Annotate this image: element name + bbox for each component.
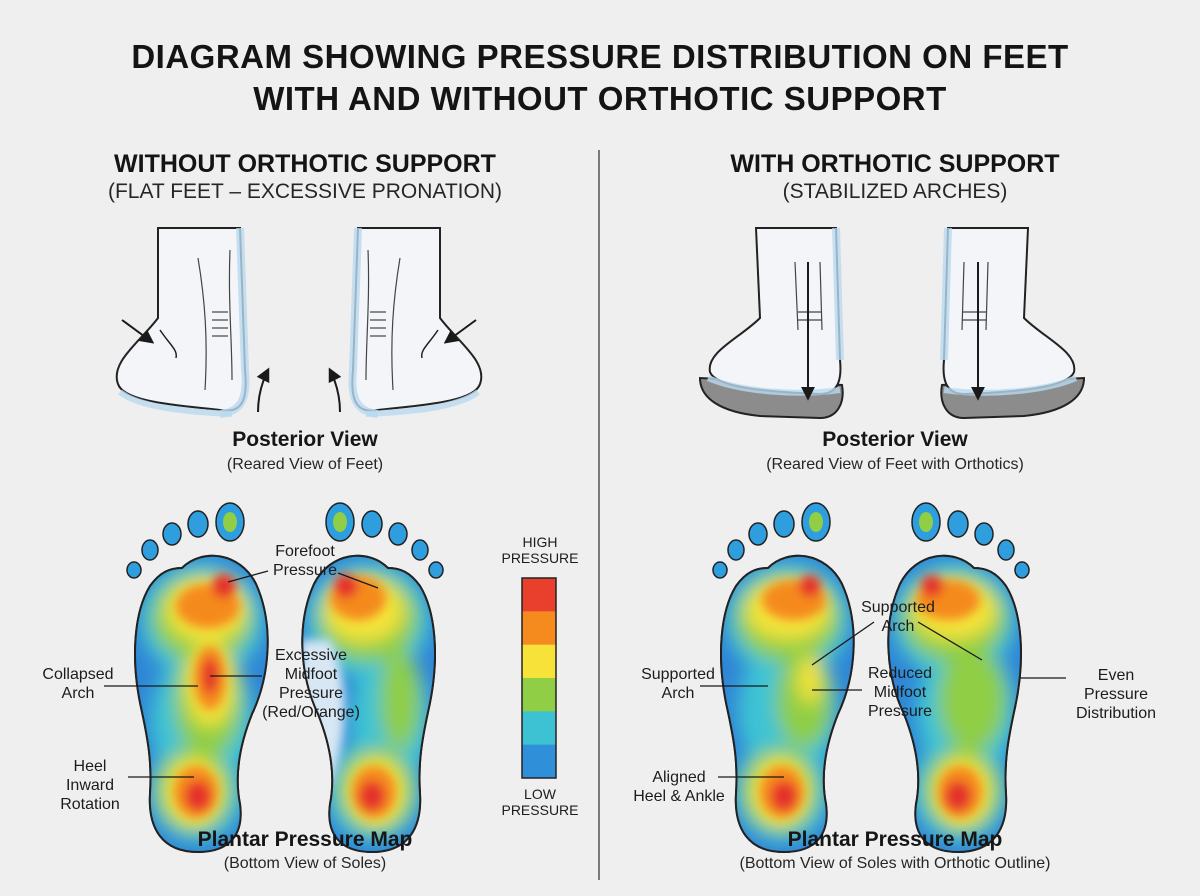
callout-midfoot-line-3: Pressure [278, 685, 344, 702]
right-plantar-title: Plantar Pressure Map [787, 828, 1003, 851]
callout-aligned-heel: Aligned Heel & Ankle [614, 768, 744, 806]
right-posterior-subtitle: (Reared View of Feet with Orthotics) [766, 456, 1024, 473]
callout-even-line-3: Distribution [1075, 705, 1157, 722]
left-plantar-subtitle: (Bottom View of Soles) [223, 855, 387, 872]
callout-forefoot-pressure: Forefoot Pressure [260, 542, 350, 580]
left-plantar-title: Plantar Pressure Map [197, 828, 413, 851]
callout-supported-left-line-2: Arch [661, 685, 695, 702]
right-plantar-subtitle: (Bottom View of Soles with Orthotic Outl… [739, 855, 1051, 872]
right-posterior-title: Posterior View [822, 428, 968, 451]
callout-aligned-line-2: Heel & Ankle [633, 788, 725, 805]
callout-supported-left-line-1: Supported [641, 666, 715, 683]
legend-low-label: LOW PRESSURE [501, 786, 579, 818]
callout-heel-line-2: Inward [65, 777, 115, 794]
legend-high-label: HIGH PRESSURE [501, 534, 579, 566]
callout-supported-top-line-2: Arch [881, 618, 915, 635]
callout-collapsed-arch: Collapsed Arch [28, 665, 128, 703]
legend-swatch [522, 611, 556, 646]
callout-midfoot-line-2: Midfoot [284, 666, 338, 683]
callout-even-line-1: Even [1097, 667, 1135, 684]
right-posterior-right-foot [940, 227, 1086, 420]
left-panel-subheading: (FLAT FEET – EXCESSIVE PRONATION) [107, 180, 503, 203]
right-callout-lines [700, 621, 1066, 778]
right-posterior-left-foot [698, 227, 844, 420]
left-callout-lines [104, 570, 379, 778]
right-panel-subheading: (STABILIZED ARCHES) [782, 180, 1008, 203]
callout-forefoot-line-2: Pressure [272, 562, 338, 579]
callout-midfoot-line-1: Excessive [274, 647, 348, 664]
callout-supported-arch-left: Supported Arch [626, 665, 730, 703]
main-title-line-2: WITH AND WITHOUT ORTHOTIC SUPPORT [253, 80, 947, 117]
legend-swatch [522, 678, 556, 712]
panel-divider [598, 150, 600, 880]
callout-heel-line-3: Rotation [60, 796, 120, 813]
left-posterior-subtitle: (Reared View of Feet) [226, 456, 384, 473]
callout-even-distribution: Even Pressure Distribution [1060, 666, 1172, 723]
left-posterior-right-foot [328, 227, 483, 418]
callout-midfoot-line-4: (Red/Orange) [262, 704, 360, 721]
callout-reduced-line-3: Pressure [867, 703, 933, 720]
legend-frame [521, 577, 557, 779]
callout-collapsed-line-2: Arch [61, 685, 95, 702]
callout-reduced-midfoot: Reduced Midfoot Pressure [850, 664, 950, 721]
callout-excessive-midfoot: Excessive Midfoot Pressure (Red/Orange) [250, 646, 372, 722]
main-title-line-1: DIAGRAM SHOWING PRESSURE DISTRIBUTION ON… [131, 38, 1069, 75]
pressure-legend-bar [521, 577, 557, 779]
callout-supported-arch-top: Supported Arch [846, 598, 950, 636]
left-posterior-left-foot [115, 227, 270, 418]
legend-swatch [522, 711, 556, 746]
callout-reduced-line-1: Reduced [867, 665, 933, 682]
callout-forefoot-line-1: Forefoot [275, 543, 335, 560]
legend-swatch [522, 644, 556, 679]
left-plantar-left-sole [126, 502, 269, 853]
callout-supported-top-line-1: Supported [861, 599, 935, 616]
callout-aligned-line-1: Aligned [652, 769, 706, 786]
callout-heel-line-1: Heel [73, 758, 107, 775]
callout-even-line-2: Pressure [1083, 686, 1149, 703]
left-posterior-title: Posterior View [232, 428, 378, 451]
callout-heel-inward: Heel Inward Rotation [42, 757, 138, 814]
left-panel-heading: WITHOUT ORTHOTIC SUPPORT [114, 150, 496, 178]
legend-swatch [522, 744, 556, 779]
legend-swatch [522, 578, 556, 612]
right-plantar-left-sole [712, 502, 855, 853]
callout-collapsed-line-1: Collapsed [42, 666, 114, 683]
callout-reduced-line-2: Midfoot [873, 684, 927, 701]
left-plantar-right-sole [301, 502, 444, 853]
right-panel-heading: WITH ORTHOTIC SUPPORT [730, 150, 1060, 178]
